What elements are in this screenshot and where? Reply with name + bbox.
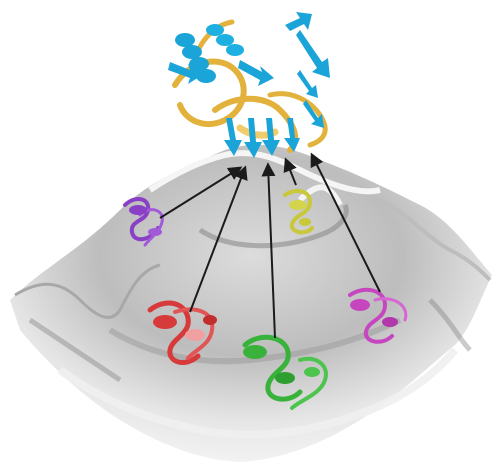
folding-arrows	[159, 152, 381, 339]
arrow-yellow-to-native	[283, 157, 297, 186]
native-structure	[168, 12, 330, 158]
strand-mid	[238, 60, 274, 86]
strand-lower-2	[244, 118, 262, 158]
landscape-shadow-right	[428, 298, 472, 352]
arrow-magenta-to-native	[310, 152, 381, 293]
strand-right-small	[297, 70, 318, 98]
strand-right-long	[296, 30, 330, 78]
landscape-peak-right	[297, 184, 343, 207]
landscape-valley-lower	[108, 317, 402, 365]
energy-landscape	[10, 144, 492, 462]
strand-top-right	[285, 12, 312, 31]
native-helix-center	[206, 24, 244, 56]
arrow-red-to-native	[189, 165, 248, 313]
intermediate-yellow	[283, 188, 314, 235]
landscape-foreground-ridge	[57, 347, 459, 439]
landscape-ridge-left	[14, 263, 161, 319]
arrow-green-to-native	[261, 162, 276, 339]
strand-right-mid	[303, 100, 324, 128]
native-loop-3	[267, 91, 328, 148]
strand-upper-left	[168, 62, 204, 84]
landscape-ridge-right	[379, 198, 492, 282]
landscape-valley-center	[198, 203, 349, 249]
strand-lower-3	[262, 118, 280, 156]
strand-lower-1	[224, 118, 242, 156]
landscape-ridge-back	[148, 150, 381, 195]
strand-lower-4	[284, 118, 300, 152]
landscape-base	[10, 144, 492, 462]
native-strands	[168, 12, 330, 158]
arrow-purple-to-native	[159, 166, 243, 219]
intermediate-green	[242, 334, 328, 410]
intermediate-purple	[123, 197, 164, 247]
landscape-shadow-left	[28, 317, 122, 383]
intermediate-magenta	[348, 287, 408, 344]
